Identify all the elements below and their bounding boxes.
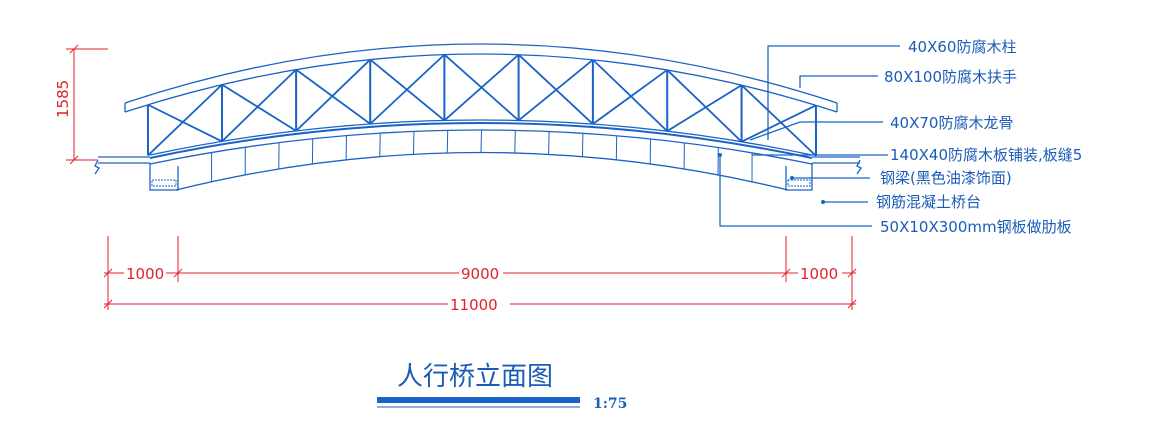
deck-top-line xyxy=(149,122,813,159)
leader-rib xyxy=(719,155,872,227)
leader-rib-dot xyxy=(718,153,722,157)
height-dim-tick-bottom xyxy=(69,155,79,165)
dimension-lines: 1585 1000 9000 1000 11000 xyxy=(54,44,857,314)
truss-diagonal-a-6 xyxy=(592,59,668,132)
label-abutment: 钢筋混凝土桥台 xyxy=(876,193,981,211)
total-tick-left xyxy=(103,299,113,309)
keel-line xyxy=(149,119,813,156)
right-abutment-outline xyxy=(785,163,813,191)
truss-diagonal-b-5 xyxy=(518,59,594,122)
truss-diagonal-b-7 xyxy=(666,84,743,132)
leader-abutment-dot xyxy=(821,200,825,204)
truss-diagonal-b-3 xyxy=(369,53,446,125)
truss-diagonal-b-4 xyxy=(443,53,520,122)
title-underline-thick xyxy=(377,397,580,403)
truss-diagonal-b-0 xyxy=(147,83,223,157)
drawing-scale: 1:75 xyxy=(593,396,627,412)
right-break-mark xyxy=(856,159,862,175)
bridge-structure xyxy=(94,43,862,191)
beam-ribs xyxy=(211,129,753,182)
label-column: 40X60防腐木柱 xyxy=(908,38,1016,56)
dim-total: 11000 xyxy=(450,296,498,314)
beam-rib-9 xyxy=(480,129,482,153)
left-abutment xyxy=(94,156,179,191)
label-rib: 50X10X300mm钢板做肋板 xyxy=(880,218,1072,236)
truss-diagonal-b-6 xyxy=(592,69,668,125)
dim-left-span: 1000 xyxy=(126,265,164,283)
leader-keel xyxy=(749,121,883,141)
label-deck: 140X40防腐木板铺装,板缝5 xyxy=(890,146,1082,164)
steel-beam-bottom xyxy=(175,151,789,191)
truss-diagonal-b-8 xyxy=(741,104,817,143)
label-keel: 40X70防腐木龙骨 xyxy=(890,114,1013,132)
span-tick-2 xyxy=(173,268,183,278)
truss-diagonal-a-7 xyxy=(666,69,743,143)
total-tick-right xyxy=(847,299,857,309)
truss-diagonal-a-1 xyxy=(221,83,297,132)
label-beam: 钢梁(黑色油漆饰面) xyxy=(880,169,1012,187)
drawing-title: 人行桥立面图 xyxy=(397,362,553,392)
truss-diagonal-b-1 xyxy=(221,68,297,143)
leader-lines xyxy=(718,45,900,227)
title-block: 人行桥立面图 1:75 xyxy=(377,362,627,412)
right-abutment xyxy=(785,156,862,191)
truss-diagonal-b-2 xyxy=(295,58,371,132)
handrail-bottom-line xyxy=(124,53,838,113)
left-break-mark xyxy=(94,159,100,175)
left-abutment-outline xyxy=(149,163,179,191)
dim-height: 1585 xyxy=(54,80,72,118)
span-tick-1 xyxy=(103,268,113,278)
truss-members xyxy=(146,53,818,157)
label-handrail: 80X100防腐木扶手 xyxy=(884,68,1017,86)
truss-diagonal-a-2 xyxy=(295,68,371,125)
truss-diagonal-a-0 xyxy=(147,103,223,143)
leader-beam-dot xyxy=(790,176,794,180)
handrail-top-line xyxy=(124,43,838,104)
leader-column xyxy=(767,45,900,140)
span-tick-4 xyxy=(847,268,857,278)
truss-diagonal-a-8 xyxy=(740,84,817,157)
span-tick-3 xyxy=(781,268,791,278)
component-labels: 40X60防腐木柱 80X100防腐木扶手 40X70防腐木龙骨 140X40防… xyxy=(876,38,1082,236)
dim-right-span: 1000 xyxy=(800,265,838,283)
height-dim-tick-top xyxy=(69,44,79,54)
leader-handrail xyxy=(799,75,878,88)
right-bearing-plate xyxy=(787,179,811,187)
dim-mid-span: 9000 xyxy=(461,265,499,283)
left-bearing-plate xyxy=(151,179,177,187)
